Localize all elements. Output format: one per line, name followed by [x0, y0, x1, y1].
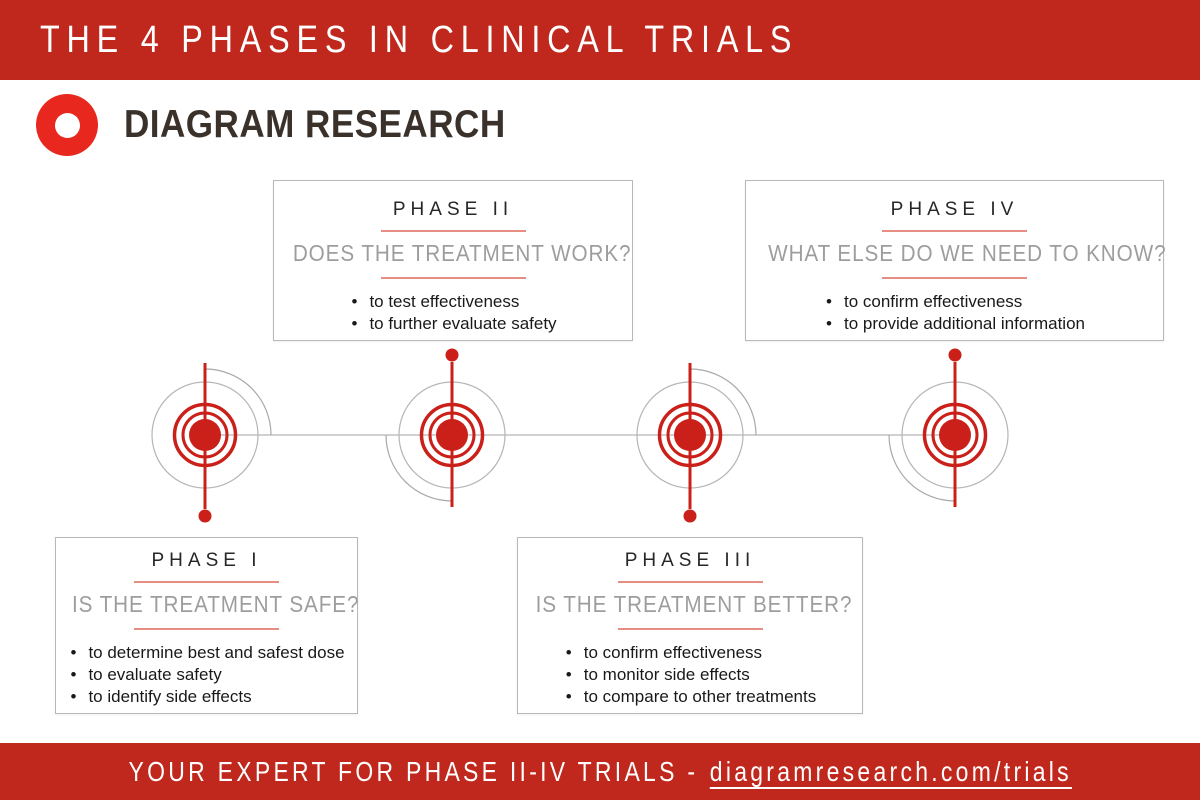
phase-4-bullets: to confirm effectivenessto provide addit… — [824, 291, 1085, 335]
phase-2-card: PHASE II DOES THE TREATMENT WORK? to tes… — [273, 180, 633, 341]
footer-text: YOUR EXPERT FOR PHASE II-IV TRIALS - diag… — [128, 756, 1071, 788]
phase-3-question: IS THE TREATMENT BETTER? — [535, 591, 853, 617]
phase-4-question: WHAT ELSE DO WE NEED TO KNOW? — [768, 240, 1167, 266]
phase-3-target-icon — [636, 363, 757, 523]
phase-1-target-icon — [151, 363, 272, 523]
phase-3-title: PHASE III — [624, 550, 756, 571]
title-underline — [617, 581, 763, 583]
title-underline — [134, 581, 279, 583]
brand-name: DIAGRAM RESEARCH — [124, 103, 506, 146]
question-underline — [882, 277, 1027, 279]
phase-3-card: PHASE III IS THE TREATMENT BETTER? to co… — [517, 537, 863, 714]
footer-tagline: YOUR EXPERT FOR PHASE II-IV TRIALS - — [128, 755, 699, 787]
phase-2-target-icon — [385, 348, 506, 507]
title-underline — [882, 230, 1027, 232]
phase-1-bullets: to determine best and safest doseto eval… — [68, 642, 344, 708]
bullet-item: to test effectiveness — [349, 291, 556, 313]
page-title: THE 4 PHASES IN CLINICAL TRIALS — [40, 18, 799, 61]
phase-4-target-icon — [888, 348, 1009, 507]
phase-4-card: PHASE IV WHAT ELSE DO WE NEED TO KNOW? t… — [745, 180, 1167, 341]
title-underline — [380, 230, 526, 232]
bullet-item: to determine best and safest dose — [68, 642, 344, 664]
phase-4-title: PHASE IV — [890, 199, 1019, 220]
bullet-item: to further evaluate safety — [349, 313, 556, 335]
phase-1-title: PHASE I — [151, 550, 262, 571]
bullet-item: to evaluate safety — [68, 664, 344, 686]
phase-2-bullets: to test effectivenessto further evaluate… — [349, 291, 556, 335]
question-underline — [134, 628, 279, 630]
phase-2-title: PHASE II — [392, 199, 514, 220]
logo-hole — [54, 112, 80, 138]
bullet-item: to confirm effectiveness — [564, 642, 816, 664]
brand: DIAGRAM RESEARCH — [36, 94, 548, 156]
bullet-item: to identify side effects — [68, 686, 344, 708]
phase-1-question: IS THE TREATMENT SAFE? — [71, 591, 360, 617]
bullet-item: to compare to other treatments — [564, 686, 816, 708]
brand-logo-icon — [36, 94, 98, 156]
bullet-item: to monitor side effects — [564, 664, 816, 686]
question-underline — [617, 628, 763, 630]
phase-1-card: PHASE I IS THE TREATMENT SAFE? to determ… — [55, 537, 360, 714]
bullet-item: to provide additional information — [824, 313, 1085, 335]
footer-link[interactable]: diagramresearch.com/trials — [709, 755, 1072, 787]
phase-3-bullets: to confirm effectivenessto monitor side … — [564, 642, 816, 708]
bullet-item: to confirm effectiveness — [824, 291, 1085, 313]
footer-banner: YOUR EXPERT FOR PHASE II-IV TRIALS - diag… — [0, 743, 1200, 800]
question-underline — [380, 277, 526, 279]
header-banner: THE 4 PHASES IN CLINICAL TRIALS — [0, 0, 1200, 80]
phase-2-question: DOES THE TREATMENT WORK? — [292, 240, 632, 266]
